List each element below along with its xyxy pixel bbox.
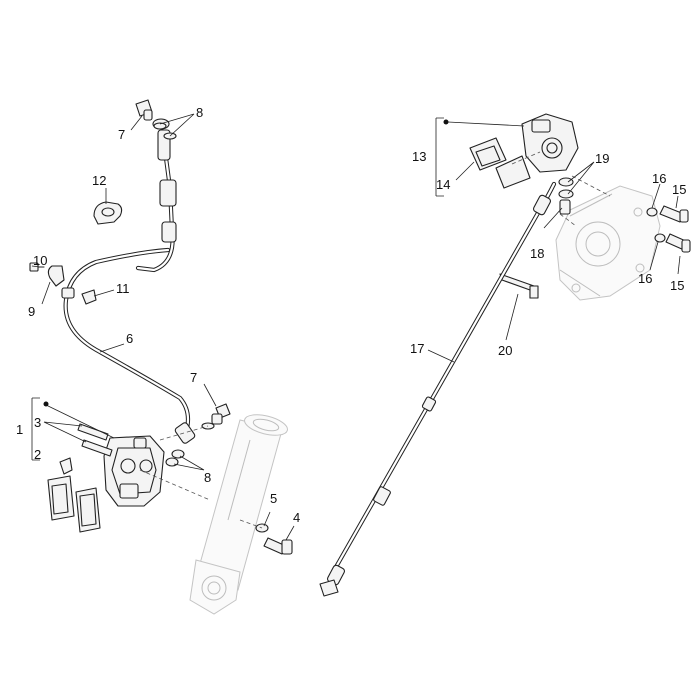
bolt-4 [263,537,293,555]
callout-12: 12 [92,173,106,188]
callout-dot-13 [443,119,449,125]
leader-lines [31,113,681,541]
callout-7-lower: 7 [190,370,197,385]
callout-19: 19 [595,151,609,166]
hose-clip [81,289,97,305]
front-caliper [103,435,165,507]
callout-labels: 7 8 12 10 9 11 6 7 1 3 2 8 5 4 13 14 19 … [16,105,686,525]
callout-7-top: 7 [118,127,125,142]
hose-guide-clamp [93,201,123,225]
callout-3: 3 [34,415,41,430]
callout-16-lower: 16 [638,271,652,286]
callout-8-top: 8 [196,105,203,120]
callout-16-top: 16 [652,171,666,186]
callout-15-top: 15 [672,182,686,197]
callout-20: 20 [498,343,512,358]
callout-1: 1 [16,422,23,437]
callout-9: 9 [28,304,35,319]
callout-5: 5 [270,491,277,506]
hose-bracket [499,273,539,299]
callout-10: 10 [33,253,47,268]
callout-8-lower: 8 [204,470,211,485]
rear-brake-hose [319,181,557,597]
banjo-bolt-lower [211,403,231,425]
rear-sealing-washers [558,177,574,215]
front-fork-ghost [189,414,288,615]
callout-2: 2 [34,447,41,462]
engine-cover-ghost [555,185,661,301]
callout-17: 17 [410,341,424,356]
callout-6: 6 [126,331,133,346]
cover-bolts-washers [646,205,691,253]
brake-pads-rear [469,137,531,189]
callout-11: 11 [116,281,130,296]
rear-caliper [521,113,579,173]
callout-13: 13 [412,149,426,164]
callout-4: 4 [293,510,300,525]
callout-14: 14 [436,177,450,192]
banjo-bolt-top [135,99,153,121]
callout-18: 18 [530,246,544,261]
brake-pads-front [47,457,101,533]
hose-clamp [47,265,65,287]
callout-dot-1 [43,401,49,407]
callout-15-lower: 15 [670,278,684,293]
